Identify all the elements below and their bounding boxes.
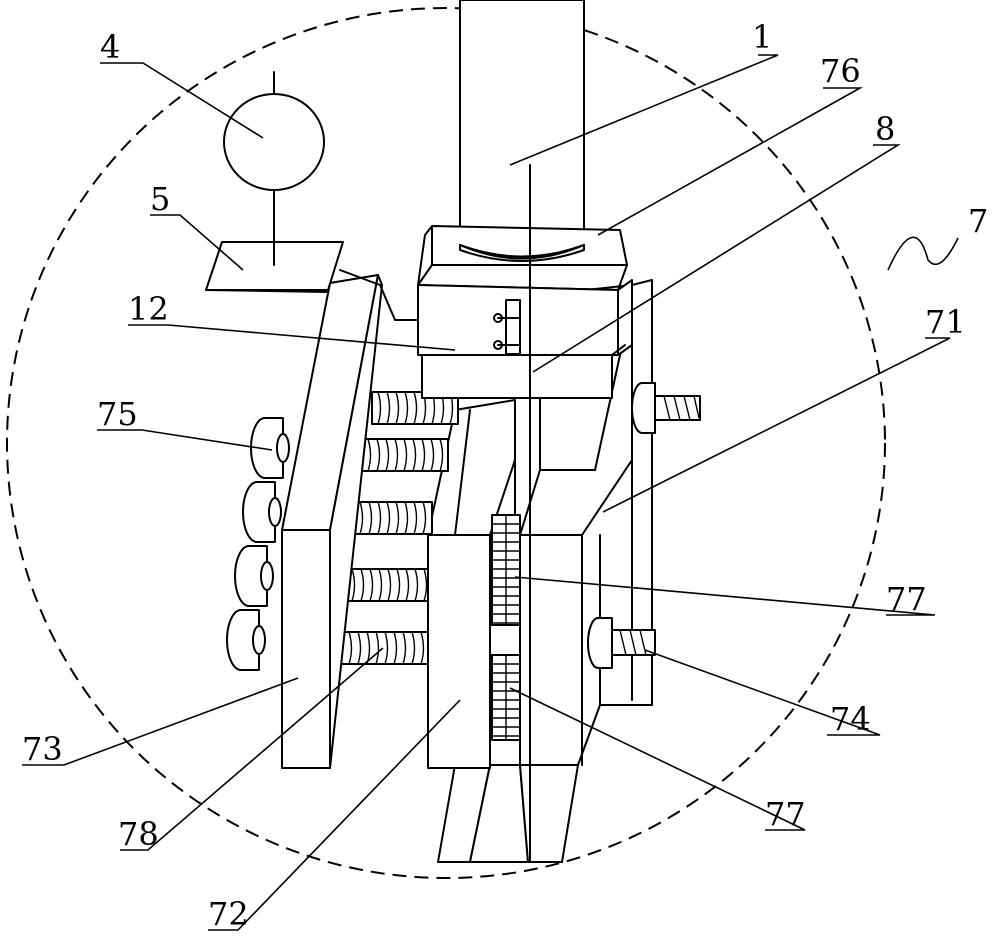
sensor-plate-5 xyxy=(205,241,344,293)
label-76: 76 xyxy=(820,52,861,90)
cable xyxy=(339,269,419,321)
bolt-head xyxy=(234,545,274,607)
detail-circle xyxy=(6,7,886,879)
label-77-upper: 77 xyxy=(886,580,927,618)
bolt-74 xyxy=(587,617,656,669)
label-77-lower: 77 xyxy=(765,795,806,833)
teeth-block xyxy=(491,654,521,741)
lower-extension xyxy=(437,764,579,863)
teeth-77 xyxy=(489,514,521,741)
gauge-4 xyxy=(223,71,325,266)
clamp-block-12 xyxy=(417,279,633,399)
pipe-1 xyxy=(459,0,585,251)
label-8: 8 xyxy=(875,110,895,148)
middle-plate-72 xyxy=(427,399,516,769)
spring-coil xyxy=(361,438,449,472)
springs-78 xyxy=(324,391,459,665)
teeth-block xyxy=(491,514,521,626)
label-71: 71 xyxy=(925,303,966,341)
labels: 1 4 76 8 5 7 12 71 75 77 74 73 77 78 72 xyxy=(22,18,988,933)
label-7: 7 xyxy=(968,202,988,240)
bolt-head xyxy=(250,417,290,479)
label-73: 73 xyxy=(22,730,63,768)
bolt-heads-75 xyxy=(226,417,290,671)
label-12: 12 xyxy=(128,290,169,328)
bolt-head xyxy=(242,481,282,543)
bolt-upper-right xyxy=(631,382,701,434)
label-4: 4 xyxy=(100,28,120,66)
left-plate-73 xyxy=(281,274,383,769)
bolt-head xyxy=(226,609,266,671)
label-5: 5 xyxy=(150,180,170,218)
teeth-gap xyxy=(489,624,521,656)
label-75: 75 xyxy=(97,395,138,433)
label-74: 74 xyxy=(830,700,871,738)
spring-coil xyxy=(344,501,433,535)
label-78: 78 xyxy=(118,815,159,853)
label-72: 72 xyxy=(208,895,249,933)
cap-plate-76 xyxy=(417,225,628,291)
leader-lines xyxy=(22,54,959,931)
label-1: 1 xyxy=(752,18,772,56)
